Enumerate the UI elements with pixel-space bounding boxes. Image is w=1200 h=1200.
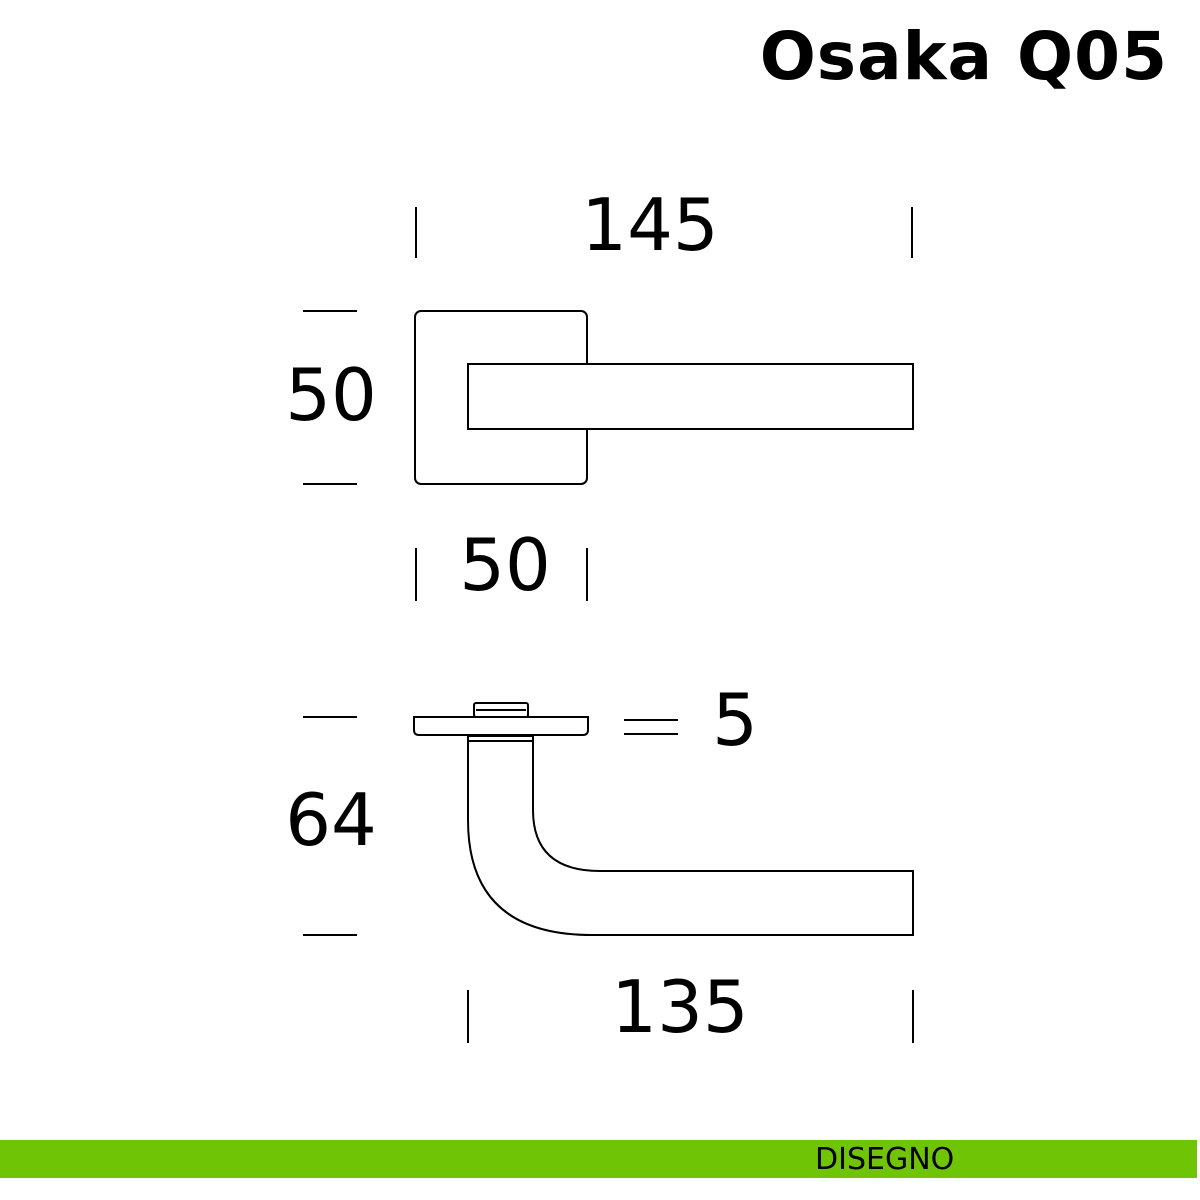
dim-projection: 64 <box>285 778 377 862</box>
product-title: Osaka Q05 <box>759 18 1168 95</box>
lever-side <box>467 735 914 936</box>
footer-bar: DISEGNO <box>0 1140 1197 1178</box>
dim-rose-width: 50 <box>459 523 551 607</box>
lever-front <box>467 363 914 430</box>
rose-side <box>413 716 589 736</box>
technical-drawing: 145 50 50 64 5 135 <box>285 183 914 1049</box>
side-view: 64 5 135 <box>285 678 914 1049</box>
dim-top-width: 145 <box>581 183 718 267</box>
footer-label: DISEGNO <box>815 1142 955 1177</box>
dim-rose-thickness: 5 <box>712 678 758 762</box>
dim-rose-height: 50 <box>285 353 377 437</box>
dim-lever-length: 135 <box>611 965 748 1049</box>
front-view: 145 50 50 <box>285 183 914 607</box>
